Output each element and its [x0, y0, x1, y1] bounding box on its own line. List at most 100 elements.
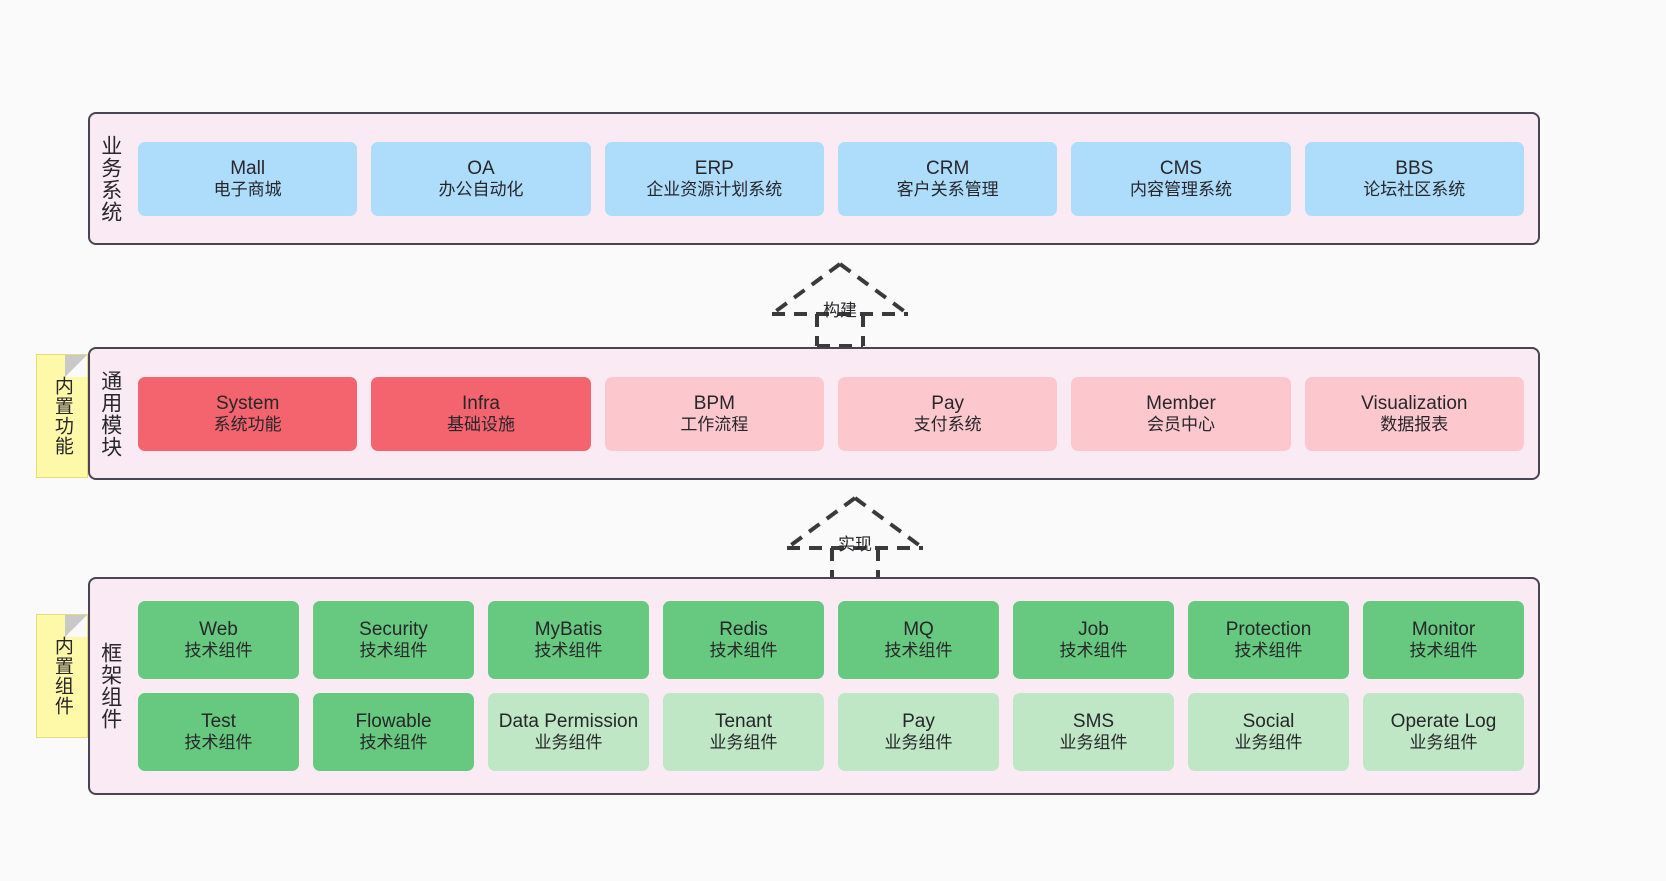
- layer-common-modules: 通用模块 System 系统功能 Infra 基础设施 BPM 工作流程 Pay…: [88, 347, 1540, 480]
- layer-title-business: 业务系统: [98, 134, 122, 223]
- card-infra[interactable]: Infra 基础设施: [371, 376, 591, 451]
- card-title-cn: 业务组件: [1234, 733, 1303, 753]
- card-title-en: Member: [1146, 392, 1216, 414]
- layer-title-framework: 框架组件: [98, 642, 122, 730]
- card-pay[interactable]: Pay 支付系统: [837, 376, 1058, 451]
- card-title-en: System: [215, 392, 280, 414]
- card-pay-business[interactable]: Pay 业务组件: [838, 693, 999, 771]
- card-crm[interactable]: CRM 客户关系管理: [837, 141, 1058, 216]
- card-title-cn: 技术组件: [359, 641, 428, 661]
- card-security[interactable]: Security 技术组件: [313, 601, 474, 679]
- card-system[interactable]: System 系统功能: [138, 376, 358, 451]
- card-mq[interactable]: MQ 技术组件: [838, 601, 999, 679]
- card-title-en: Data Permission: [498, 711, 639, 733]
- card-operate-log[interactable]: Operate Log 业务组件: [1363, 693, 1524, 771]
- generalization-arrow-build: 构建: [760, 258, 920, 348]
- card-title-en: Tenant: [714, 711, 773, 733]
- note-builtin-functions: 内置功能: [36, 354, 88, 478]
- card-flowable[interactable]: Flowable 技术组件: [313, 693, 474, 771]
- card-title-cn: 电子商城: [213, 179, 282, 199]
- layer-business-systems: 业务系统 Mall 电子商城 OA 办公自动化 ERP 企业资源计划系统 CRM…: [88, 112, 1540, 245]
- card-sms[interactable]: SMS 业务组件: [1013, 693, 1174, 771]
- card-title-cn: 技术组件: [1234, 641, 1303, 661]
- card-title-cn: 论坛社区系统: [1363, 179, 1466, 199]
- card-title-cn: 技术组件: [534, 641, 603, 661]
- card-bpm[interactable]: BPM 工作流程: [604, 376, 824, 451]
- card-title-en: CRM: [926, 157, 970, 179]
- card-title-en: Visualization: [1361, 392, 1468, 414]
- card-title-en: ERP: [694, 157, 734, 179]
- card-data-permission[interactable]: Data Permission 业务组件: [488, 693, 649, 771]
- card-title-cn: 办公自动化: [438, 179, 524, 199]
- card-web[interactable]: Web 技术组件: [138, 601, 299, 679]
- card-row: Test 技术组件 Flowable 技术组件 Data Permission …: [138, 693, 1524, 771]
- layer-body-framework: Web 技术组件 Security 技术组件 MyBatis 技术组件 Redi…: [130, 579, 1538, 793]
- card-title-en: Mall: [230, 157, 266, 179]
- card-title-cn: 内容管理系统: [1129, 179, 1232, 199]
- card-title-cn: 技术组件: [184, 733, 253, 753]
- card-title-en: Monitor: [1411, 619, 1476, 641]
- card-job[interactable]: Job 技术组件: [1013, 601, 1174, 679]
- card-title-cn: 业务组件: [1409, 733, 1478, 753]
- card-title-cn: 技术组件: [359, 733, 428, 753]
- note-builtin-components: 内置组件: [36, 614, 88, 738]
- card-title-cn: 技术组件: [184, 641, 253, 661]
- card-title-en: Pay: [902, 711, 935, 733]
- card-title-cn: 系统功能: [213, 414, 282, 434]
- card-title-cn: 技术组件: [709, 641, 778, 661]
- layer-body-business: Mall 电子商城 OA 办公自动化 ERP 企业资源计划系统 CRM 客户关系…: [130, 114, 1538, 243]
- card-title-cn: 支付系统: [913, 414, 982, 434]
- layer-title-common: 通用模块: [98, 369, 122, 458]
- card-mall[interactable]: Mall 电子商城: [138, 141, 358, 216]
- card-tenant[interactable]: Tenant 业务组件: [663, 693, 824, 771]
- card-title-en: Pay: [931, 392, 965, 414]
- card-title-en: BPM: [693, 392, 735, 414]
- card-erp[interactable]: ERP 企业资源计划系统: [604, 141, 824, 216]
- card-title-en: SMS: [1072, 711, 1115, 733]
- card-social[interactable]: Social 业务组件: [1188, 693, 1349, 771]
- card-redis[interactable]: Redis 技术组件: [663, 601, 824, 679]
- card-title-en: MQ: [903, 619, 934, 641]
- card-title-en: Job: [1078, 619, 1109, 641]
- card-title-en: Test: [201, 711, 236, 733]
- card-title-cn: 会员中心: [1146, 414, 1215, 434]
- card-title-cn: 客户关系管理: [896, 179, 999, 199]
- card-title-cn: 业务组件: [884, 733, 953, 753]
- card-monitor[interactable]: Monitor 技术组件: [1363, 601, 1524, 679]
- card-title-cn: 数据报表: [1380, 414, 1449, 434]
- card-title-en: Web: [199, 619, 238, 641]
- card-title-cn: 技术组件: [884, 641, 953, 661]
- generalization-arrow-realize: 实现: [775, 492, 935, 582]
- card-title-cn: 技术组件: [1059, 641, 1128, 661]
- card-title-en: CMS: [1159, 157, 1203, 179]
- card-bbs[interactable]: BBS 论坛社区系统: [1304, 141, 1524, 216]
- card-row: System 系统功能 Infra 基础设施 BPM 工作流程 Pay 支付系统…: [138, 376, 1524, 451]
- card-title-en: MyBatis: [534, 619, 603, 641]
- card-title-en: OA: [467, 157, 495, 179]
- card-title-cn: 业务组件: [709, 733, 778, 753]
- card-title-en: Infra: [461, 392, 500, 414]
- card-test[interactable]: Test 技术组件: [138, 693, 299, 771]
- card-title-en: Social: [1242, 711, 1295, 733]
- card-title-cn: 基础设施: [446, 414, 515, 434]
- card-title-en: Protection: [1225, 619, 1312, 641]
- card-title-cn: 技术组件: [1409, 641, 1478, 661]
- card-title-en: BBS: [1395, 157, 1434, 179]
- card-protection[interactable]: Protection 技术组件: [1188, 601, 1349, 679]
- card-title-en: Security: [359, 619, 428, 641]
- card-member[interactable]: Member 会员中心: [1071, 376, 1291, 451]
- layer-framework-components: 框架组件 Web 技术组件 Security 技术组件 MyBatis 技术组件…: [88, 577, 1540, 795]
- card-title-cn: 工作流程: [680, 414, 749, 434]
- card-title-cn: 业务组件: [1059, 733, 1128, 753]
- layer-body-common: System 系统功能 Infra 基础设施 BPM 工作流程 Pay 支付系统…: [130, 349, 1538, 478]
- card-visualization[interactable]: Visualization 数据报表: [1304, 376, 1524, 451]
- card-row: Mall 电子商城 OA 办公自动化 ERP 企业资源计划系统 CRM 客户关系…: [138, 141, 1524, 216]
- card-title-cn: 业务组件: [534, 733, 603, 753]
- card-row: Web 技术组件 Security 技术组件 MyBatis 技术组件 Redi…: [138, 601, 1524, 679]
- card-mybatis[interactable]: MyBatis 技术组件: [488, 601, 649, 679]
- card-cms[interactable]: CMS 内容管理系统: [1071, 141, 1291, 216]
- card-title-cn: 企业资源计划系统: [646, 179, 783, 199]
- card-title-en: Flowable: [355, 711, 432, 733]
- card-oa[interactable]: OA 办公自动化: [371, 141, 591, 216]
